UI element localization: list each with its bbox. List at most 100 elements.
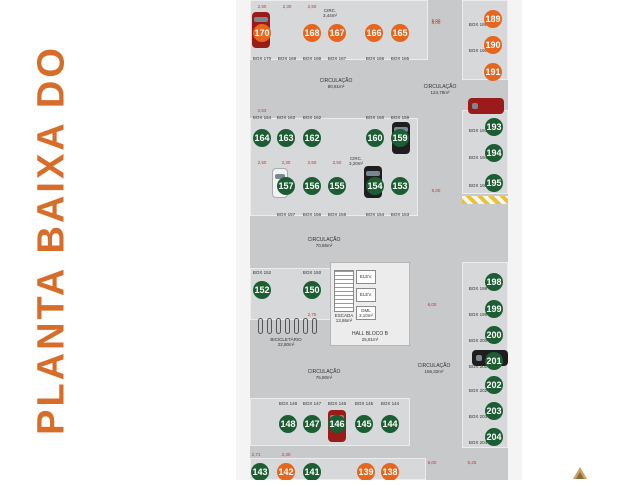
stair-label: ESCADA (334, 313, 354, 318)
floor-plan: CIRCULAÇÃO 80,81m² CIRCULAÇÃO 124,78m² C… (236, 0, 522, 480)
parking-spot-badge[interactable]: 166 (365, 24, 383, 42)
circulation-label: CIRCULAÇÃO (307, 369, 341, 375)
box-label: BOX 170 (252, 56, 272, 61)
parking-spot-badge[interactable]: 198 (485, 273, 503, 291)
parking-spot-badge[interactable]: 163 (277, 129, 295, 147)
dimension-label: 6,00 (427, 302, 437, 307)
parking-spot-badge[interactable]: 138 (381, 463, 399, 480)
parking-spot-badge[interactable]: 167 (328, 24, 346, 42)
parking-spot-badge[interactable]: 144 (381, 415, 399, 433)
parking-spot-badge[interactable]: 202 (485, 376, 503, 394)
parking-spot-badge[interactable]: 150 (303, 281, 321, 299)
parking-spot-badge[interactable]: 164 (253, 129, 271, 147)
dimension-label: 6,00 (427, 460, 437, 465)
parking-spot-badge[interactable]: 153 (391, 177, 409, 195)
parking-spot-badge[interactable]: 195 (485, 174, 503, 192)
box-label: BOX 148 (278, 401, 298, 406)
parking-spot-badge[interactable]: 194 (485, 144, 503, 162)
parking-spot-badge[interactable]: 145 (355, 415, 373, 433)
dml-label: DML (361, 308, 371, 313)
parking-spot-badge[interactable]: 200 (485, 326, 503, 344)
box-label: BOX 162 (302, 115, 322, 120)
dml-room (356, 306, 376, 320)
parking-spot-badge[interactable]: 168 (303, 24, 321, 42)
bike-storage-area: 22,80m² (277, 342, 295, 347)
bicycle-icon (294, 318, 299, 334)
circulation-area: 124,78m² (430, 90, 450, 95)
circ-small-label: CIRC. (323, 8, 337, 13)
parking-spot-badge[interactable]: 170 (253, 24, 271, 42)
circulation-label: CIRCULAÇÃO (307, 237, 341, 243)
box-label: BOX 159 (390, 115, 410, 120)
circulation-area: 80,81m² (327, 84, 345, 89)
right-wall (508, 0, 522, 480)
hall-label: HALL BLOCO B (352, 331, 388, 337)
elevator-label: ELEV. (359, 274, 373, 279)
dimension-label: 2,30 (281, 452, 291, 457)
parking-spot-badge[interactable]: 142 (277, 463, 295, 480)
parking-spot-badge[interactable]: 148 (279, 415, 297, 433)
parking-spot-badge[interactable]: 159 (391, 129, 409, 147)
box-label: BOX 154 (365, 212, 385, 217)
box-label: BOX 164 (252, 115, 272, 120)
parking-spot-badge[interactable]: 201 (485, 352, 503, 370)
box-label: BOX 202 (468, 388, 488, 393)
dimension-label: 5,25 (467, 460, 477, 465)
ramp-stripes (462, 196, 508, 204)
parking-spot-badge[interactable]: 141 (303, 463, 321, 480)
bicycle-icon (276, 318, 281, 334)
box-label: BOX 198 (468, 286, 488, 291)
parking-spot-badge[interactable]: 190 (484, 36, 502, 54)
circ-small-label: CIRC. (349, 156, 363, 161)
circulation-area: 156,32m² (424, 369, 444, 374)
parking-spot-badge[interactable]: 155 (328, 177, 346, 195)
parking-spot-badge[interactable]: 162 (303, 129, 321, 147)
dimension-label: 2,53 (257, 108, 267, 113)
parking-spot-badge[interactable]: 160 (366, 129, 384, 147)
parking-spot-badge[interactable]: 152 (253, 281, 271, 299)
box-label: BOX 147 (302, 401, 322, 406)
page-title: PLANTA BAIXA DO (30, 45, 73, 435)
parking-spot-badge[interactable]: 139 (357, 463, 375, 480)
bicycle-icon (312, 318, 317, 334)
elevator-1 (356, 270, 376, 284)
box-label: BOX 193 (468, 128, 488, 133)
box-label: BOX 166 (365, 56, 385, 61)
parking-spot-badge[interactable]: 204 (485, 428, 503, 446)
circulation-label: CIRCULAÇÃO (423, 84, 457, 90)
bicycle-icon (285, 318, 290, 334)
box-label: BOX 201 (468, 364, 488, 369)
parking-spot-badge[interactable]: 147 (303, 415, 321, 433)
parking-spot-badge[interactable]: 165 (391, 24, 409, 42)
dimension-label: 2,30 (282, 4, 292, 9)
bicycle-icon (258, 318, 263, 334)
parking-spot-badge[interactable]: 156 (303, 177, 321, 195)
elevator-label: ELEV. (359, 292, 373, 297)
parking-spot-badge[interactable]: 199 (485, 300, 503, 318)
dimension-label: 2,50 (307, 160, 317, 165)
elevator-2 (356, 288, 376, 302)
dimension-label: 5,00 (431, 18, 441, 23)
box-label: BOX 156 (302, 212, 322, 217)
parking-spot-badge[interactable]: 193 (485, 118, 503, 136)
parking-spot-badge[interactable]: 154 (366, 177, 384, 195)
bicycle-icon (267, 318, 272, 334)
box-label: BOX 204 (468, 440, 488, 445)
parking-spot-badge[interactable]: 143 (251, 463, 269, 480)
dimension-label: 5,00 (431, 20, 441, 25)
parking-spot-badge[interactable]: 146 (328, 415, 346, 433)
box-label: BOX 167 (327, 56, 347, 61)
parking-spot-badge[interactable]: 191 (484, 63, 502, 81)
parking-spot-badge[interactable]: 189 (484, 10, 502, 28)
circulation-label: CIRCULAÇÃO (417, 363, 451, 369)
box-label: BOX 150 (302, 270, 322, 275)
box-label: BOX 194 (468, 155, 488, 160)
hall-area: 25,81m² (361, 337, 379, 342)
logo-icon (572, 466, 588, 480)
bike-storage-label: BICICLETÁRIO (270, 337, 302, 342)
parking-spot-badge[interactable]: 157 (277, 177, 295, 195)
parking-spot-badge[interactable]: 203 (485, 402, 503, 420)
box-label: BOX 189 (468, 22, 488, 27)
box-label: BOX 203 (468, 414, 488, 419)
circulation-area: 70,86m² (315, 243, 333, 248)
